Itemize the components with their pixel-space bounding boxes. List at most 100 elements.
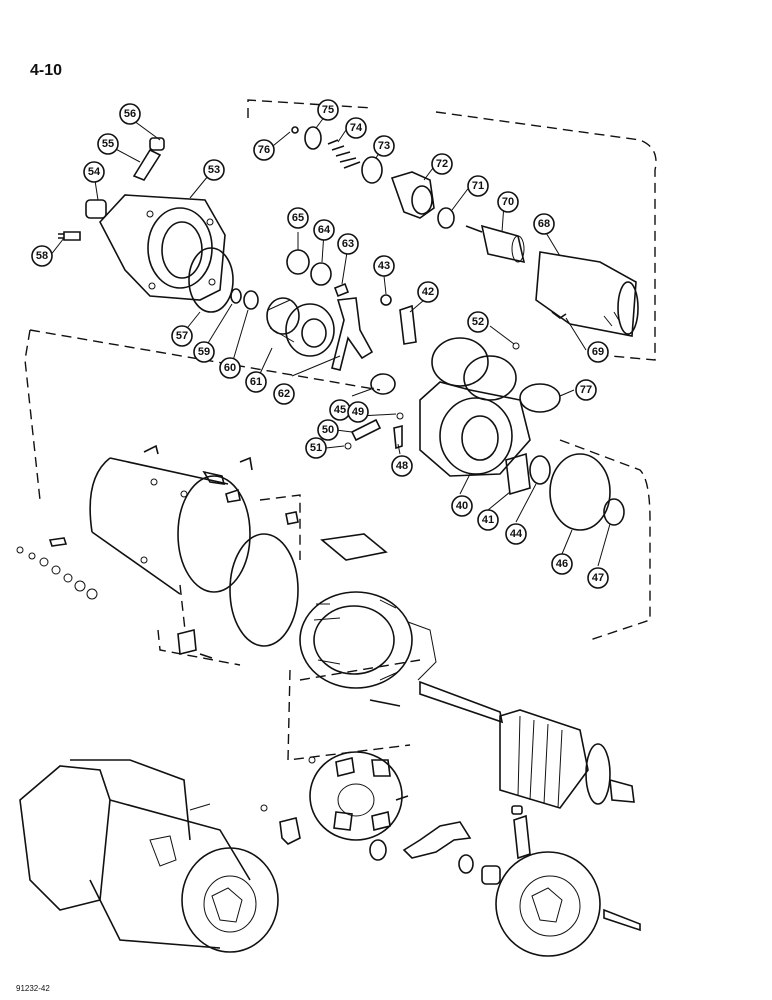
plunger-72 — [390, 171, 435, 219]
washer-73 — [361, 156, 383, 184]
callout-label: 42 — [422, 286, 434, 298]
washer-71 — [437, 207, 455, 229]
callout-label: 57 — [176, 330, 188, 342]
washer-45 — [370, 373, 396, 395]
callout-label: 65 — [292, 212, 304, 224]
spring-74 — [327, 139, 361, 169]
armature — [419, 680, 635, 809]
callout-label: 58 — [36, 250, 48, 262]
cup-75 — [304, 126, 322, 150]
callout-label: 69 — [592, 346, 604, 358]
callout-68: 68 — [533, 213, 555, 235]
callout-55: 55 — [97, 133, 119, 155]
field-frame — [89, 457, 251, 595]
commutator-end-frame — [495, 851, 601, 957]
callout-69: 69 — [587, 341, 609, 363]
wick — [513, 814, 531, 860]
frame-group-outline — [157, 494, 301, 666]
shift-lever-62 — [331, 297, 374, 371]
page-number: 4-10 — [30, 62, 63, 79]
bushing-41 — [505, 452, 531, 496]
brush-clip — [402, 821, 472, 859]
callout-label: 68 — [538, 218, 550, 230]
callout-49: 49 — [347, 401, 369, 423]
callout-60: 60 — [219, 357, 241, 379]
callout-label: 71 — [472, 180, 484, 192]
pole-shoe — [320, 533, 388, 561]
callout-75: 75 — [317, 99, 339, 121]
callout-label: 50 — [322, 424, 334, 436]
callout-50: 50 — [317, 419, 339, 441]
brush-spring — [279, 817, 301, 845]
assembled-starter — [19, 759, 279, 953]
callout-label: 41 — [482, 514, 494, 526]
nut — [225, 488, 241, 503]
terminal-hardware — [16, 546, 98, 600]
callout-44: 44 — [505, 523, 527, 545]
o-ring — [229, 533, 299, 647]
callout-56: 56 — [119, 103, 141, 125]
callout-52: 52 — [467, 311, 489, 333]
bearing — [369, 839, 387, 861]
solenoid-68 — [535, 251, 639, 337]
callout-label: 40 — [456, 500, 468, 512]
callout-47: 47 — [587, 567, 609, 589]
callout-70: 70 — [497, 191, 519, 213]
callout-63: 63 — [337, 233, 359, 255]
washer-65 — [286, 249, 310, 275]
callout-76: 76 — [253, 139, 275, 161]
callout-51: 51 — [305, 437, 327, 459]
leader-lines — [49, 111, 611, 567]
screw — [143, 444, 159, 455]
callout-label: 64 — [318, 224, 331, 236]
callout-72: 72 — [431, 153, 453, 175]
callout-label: 51 — [310, 442, 322, 454]
callout-label: 72 — [436, 158, 448, 170]
callout-label: 47 — [592, 572, 604, 584]
callout-label: 73 — [378, 140, 390, 152]
callout-45: 45 — [329, 399, 351, 421]
drive-pinion — [266, 297, 335, 357]
lever-housing — [419, 337, 531, 477]
callout-label: 55 — [102, 138, 114, 150]
pin-50 — [350, 418, 382, 442]
callout-58: 58 — [31, 245, 53, 267]
callout-label: 45 — [334, 404, 346, 416]
wick-42 — [399, 304, 417, 345]
washer-60 — [243, 290, 259, 310]
o-ring-46 — [549, 453, 611, 531]
callout-73: 73 — [373, 135, 395, 157]
brush-group-outline — [287, 659, 421, 761]
callout-64: 64 — [313, 219, 335, 241]
screw — [308, 756, 316, 764]
callout-57: 57 — [171, 325, 193, 347]
callout-label: 56 — [124, 108, 136, 120]
terminal — [202, 470, 226, 485]
washer-59 — [230, 288, 242, 304]
callout-label: 60 — [224, 362, 236, 374]
plug-56 — [149, 137, 165, 151]
callout-label: 70 — [502, 196, 514, 208]
figure-code: 91232-42 — [16, 984, 50, 993]
field-coils — [299, 591, 437, 707]
ring-49 — [396, 412, 404, 420]
screw — [239, 456, 253, 471]
ring-64 — [310, 262, 332, 286]
screw-48 — [393, 424, 403, 450]
callout-77: 77 — [575, 379, 597, 401]
callout-label: 43 — [378, 260, 390, 272]
callout-label: 49 — [352, 406, 364, 418]
plug — [511, 805, 523, 815]
callout-label: 76 — [258, 144, 270, 156]
callout-59: 59 — [193, 341, 215, 363]
callout-61: 61 — [245, 371, 267, 393]
plug-52 — [512, 342, 520, 350]
plug-43 — [380, 294, 392, 306]
callout-43: 43 — [373, 255, 395, 277]
drive-group-outline — [24, 329, 651, 641]
bushing-54 — [85, 199, 107, 219]
callout-40: 40 — [451, 495, 473, 517]
through-bolt — [603, 908, 641, 932]
callout-71: 71 — [467, 175, 489, 197]
bushing — [481, 865, 501, 885]
